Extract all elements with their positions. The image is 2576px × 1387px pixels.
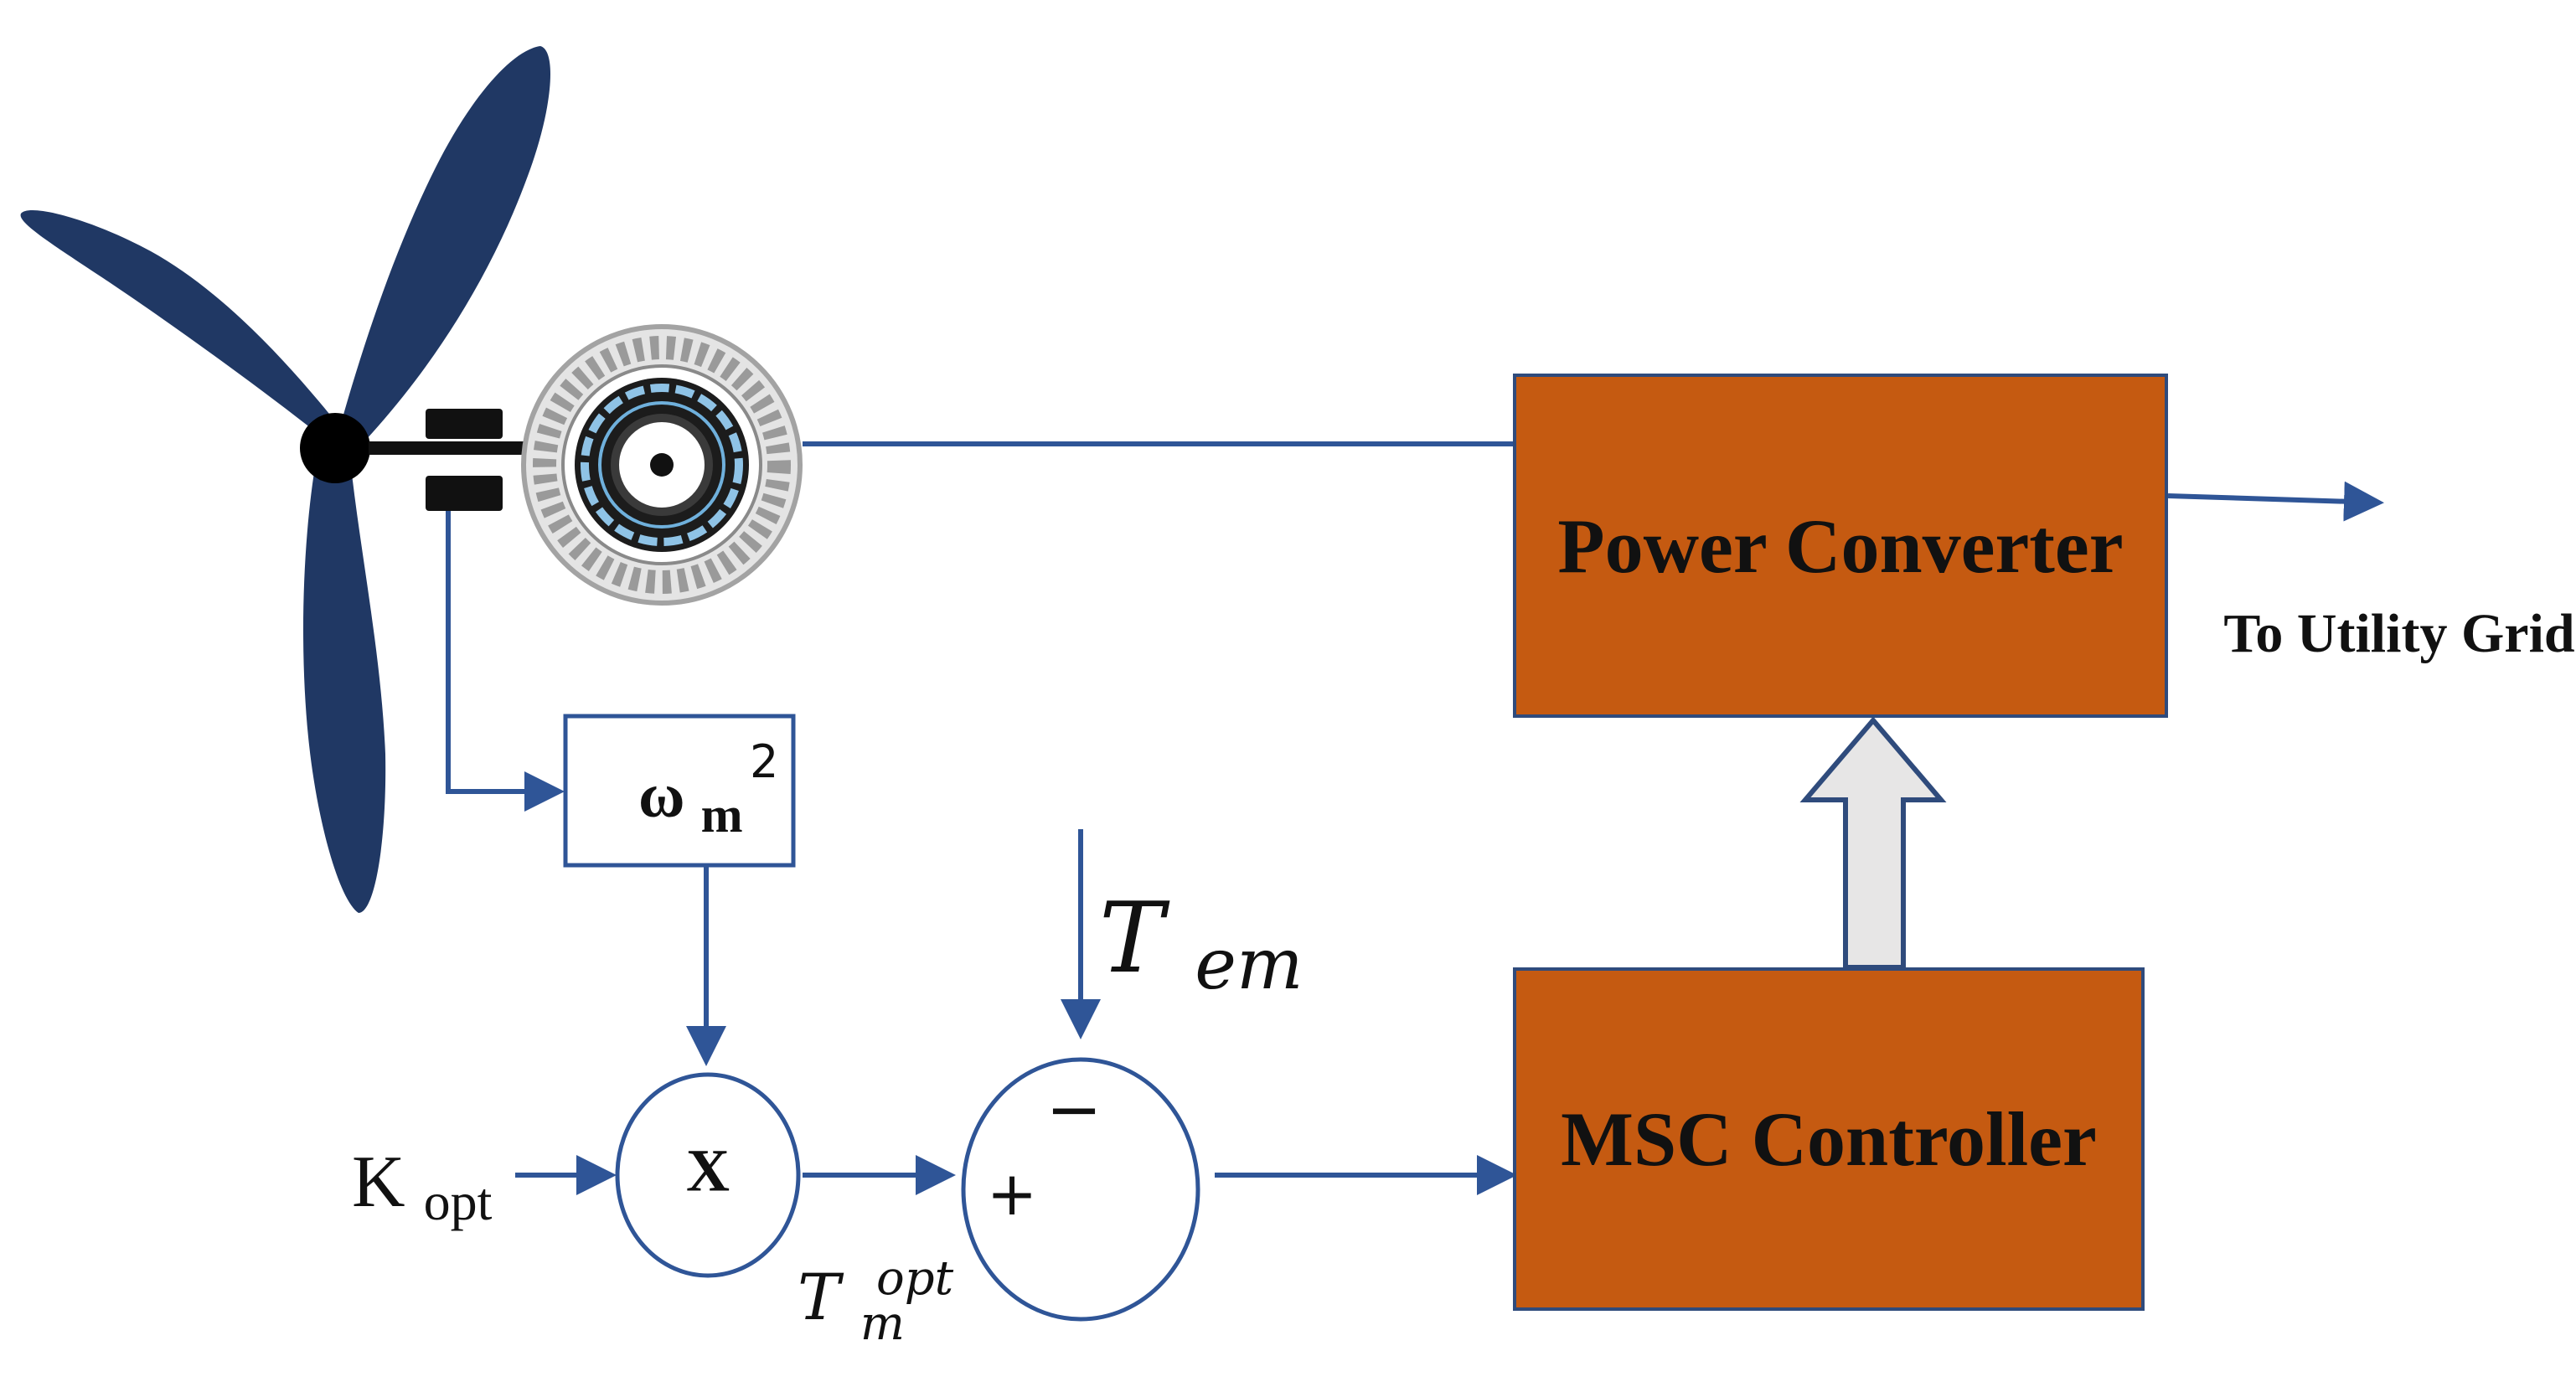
msc-controller-label: MSC Controller <box>1561 1096 2097 1182</box>
power-converter-block: Power Converter <box>1513 374 2168 718</box>
generator-icon <box>521 324 803 606</box>
sum-plus-sign: + <box>987 1158 1037 1229</box>
summing-junction: + − <box>961 1057 1200 1322</box>
omega-subscript: m <box>701 787 743 843</box>
tm-opt-superscript: opt <box>876 1251 954 1306</box>
multiplier-block: X <box>615 1072 801 1278</box>
omega-superscript: 2 <box>750 735 778 788</box>
tem-label: T em <box>1099 882 1303 1005</box>
control-signal-arrow <box>1799 716 1947 970</box>
tm-opt-label: T m <box>798 1260 905 1351</box>
coupling-upper <box>426 409 503 439</box>
turbine-hub <box>300 413 370 483</box>
speed-feedback-line <box>446 511 565 812</box>
sum-minus-sign: − <box>1045 1070 1102 1148</box>
kopt-label: K opt <box>352 1142 493 1231</box>
omega-squared-block: ω m 2 <box>563 714 796 868</box>
msc-controller-block: MSC Controller <box>1513 967 2145 1311</box>
turbine-blade-lower <box>303 456 386 913</box>
turbine-blade-left <box>20 210 343 444</box>
coupling-lower <box>426 476 503 511</box>
multiplier-symbol: X <box>686 1137 730 1204</box>
utility-grid-label: To Utility Grid <box>2223 603 2574 664</box>
converter-to-grid-line <box>2167 481 2384 522</box>
turbine-blade-upper <box>333 46 550 456</box>
svg-text:ω m: ω m <box>638 761 743 843</box>
wind-turbine-icon <box>20 46 550 913</box>
omega-symbol: ω <box>638 761 685 831</box>
power-converter-label: Power Converter <box>1557 503 2123 589</box>
